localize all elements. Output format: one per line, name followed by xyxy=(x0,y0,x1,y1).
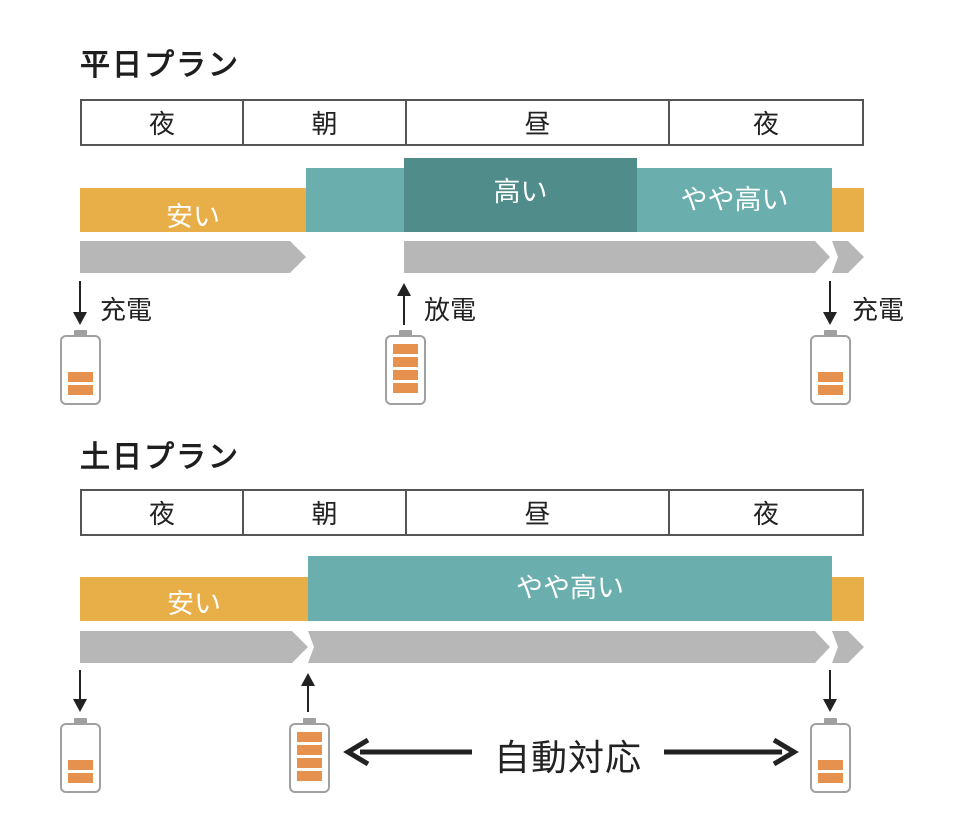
weekday-period-morning: 朝 xyxy=(244,101,407,144)
weekend-discharge-flow-arrow xyxy=(308,631,830,663)
weekend-battery-low-end-icon xyxy=(810,718,851,793)
auto-right-arrow-icon xyxy=(664,737,799,767)
weekday-charge-label: 充電 xyxy=(100,296,153,326)
weekend-rate-mid-label: やや高い xyxy=(516,573,624,604)
weekend-plan-title: 土日プラン xyxy=(80,440,240,475)
weekday-discharge-label: 放電 xyxy=(424,296,477,326)
weekday-charge-end-flow-arrow xyxy=(832,241,864,273)
weekend-battery-full-icon xyxy=(289,718,330,793)
weekday-rate-mid-morning xyxy=(306,168,405,232)
weekday-rate-cheap-label: 安い xyxy=(166,201,220,233)
weekday-battery-low-end-icon xyxy=(810,330,851,405)
weekend-time-bar: 夜 朝 昼 夜 xyxy=(80,489,864,536)
weekday-rate-mid-evening: やや高い xyxy=(637,168,832,232)
weekend-battery-low-icon xyxy=(60,718,101,793)
weekday-battery-full-icon xyxy=(385,330,426,405)
weekday-battery-low-icon xyxy=(60,330,101,405)
auto-response-label: 自動対応 xyxy=(493,738,642,779)
weekday-rate-high-label: 高い xyxy=(493,176,548,208)
weekend-rate-mid: やや高い xyxy=(308,556,832,621)
weekend-rate-cheap xyxy=(80,577,308,621)
weekend-charge-end-flow-arrow xyxy=(832,631,864,663)
weekday-rate-mid-label: やや高い xyxy=(680,184,789,216)
weekend-rate-cheap-end xyxy=(832,577,864,621)
weekend-rate-cheap-label: 安い xyxy=(167,588,221,620)
weekend-period-daytime: 昼 xyxy=(407,491,670,534)
weekend-period-morning: 朝 xyxy=(244,491,407,534)
weekend-charge-flow-arrow xyxy=(80,631,308,663)
weekday-period-night-2: 夜 xyxy=(752,110,779,140)
weekend-charge-down-arrow-icon xyxy=(73,670,87,712)
weekday-charge-end-down-arrow-icon xyxy=(823,281,837,325)
weekday-discharge-up-arrow-icon xyxy=(397,283,411,325)
weekday-charge-end-label: 充電 xyxy=(852,296,905,326)
weekday-rate-cheap xyxy=(80,188,306,232)
weekday-plan-title: 平日プラン xyxy=(80,48,240,83)
weekend-period-night-1: 夜 xyxy=(82,491,244,534)
weekday-charge-down-arrow-icon xyxy=(73,281,87,325)
weekend-discharge-up-arrow-icon xyxy=(301,673,315,712)
weekday-rate-cheap-end xyxy=(832,188,864,232)
weekday-time-bar: 夜 朝 昼 夜 xyxy=(80,99,864,146)
weekend-charge-end-down-arrow-icon xyxy=(823,670,837,712)
weekday-period-daytime: 昼 xyxy=(407,101,670,144)
weekday-charge-flow-arrow xyxy=(80,241,306,273)
auto-left-arrow-icon xyxy=(343,737,472,767)
weekday-rate-high: 高い xyxy=(404,158,637,232)
weekday-discharge-flow-arrow xyxy=(404,241,830,273)
weekend-period-night-2: 夜 xyxy=(752,500,779,530)
weekday-period-night-1: 夜 xyxy=(82,101,244,144)
